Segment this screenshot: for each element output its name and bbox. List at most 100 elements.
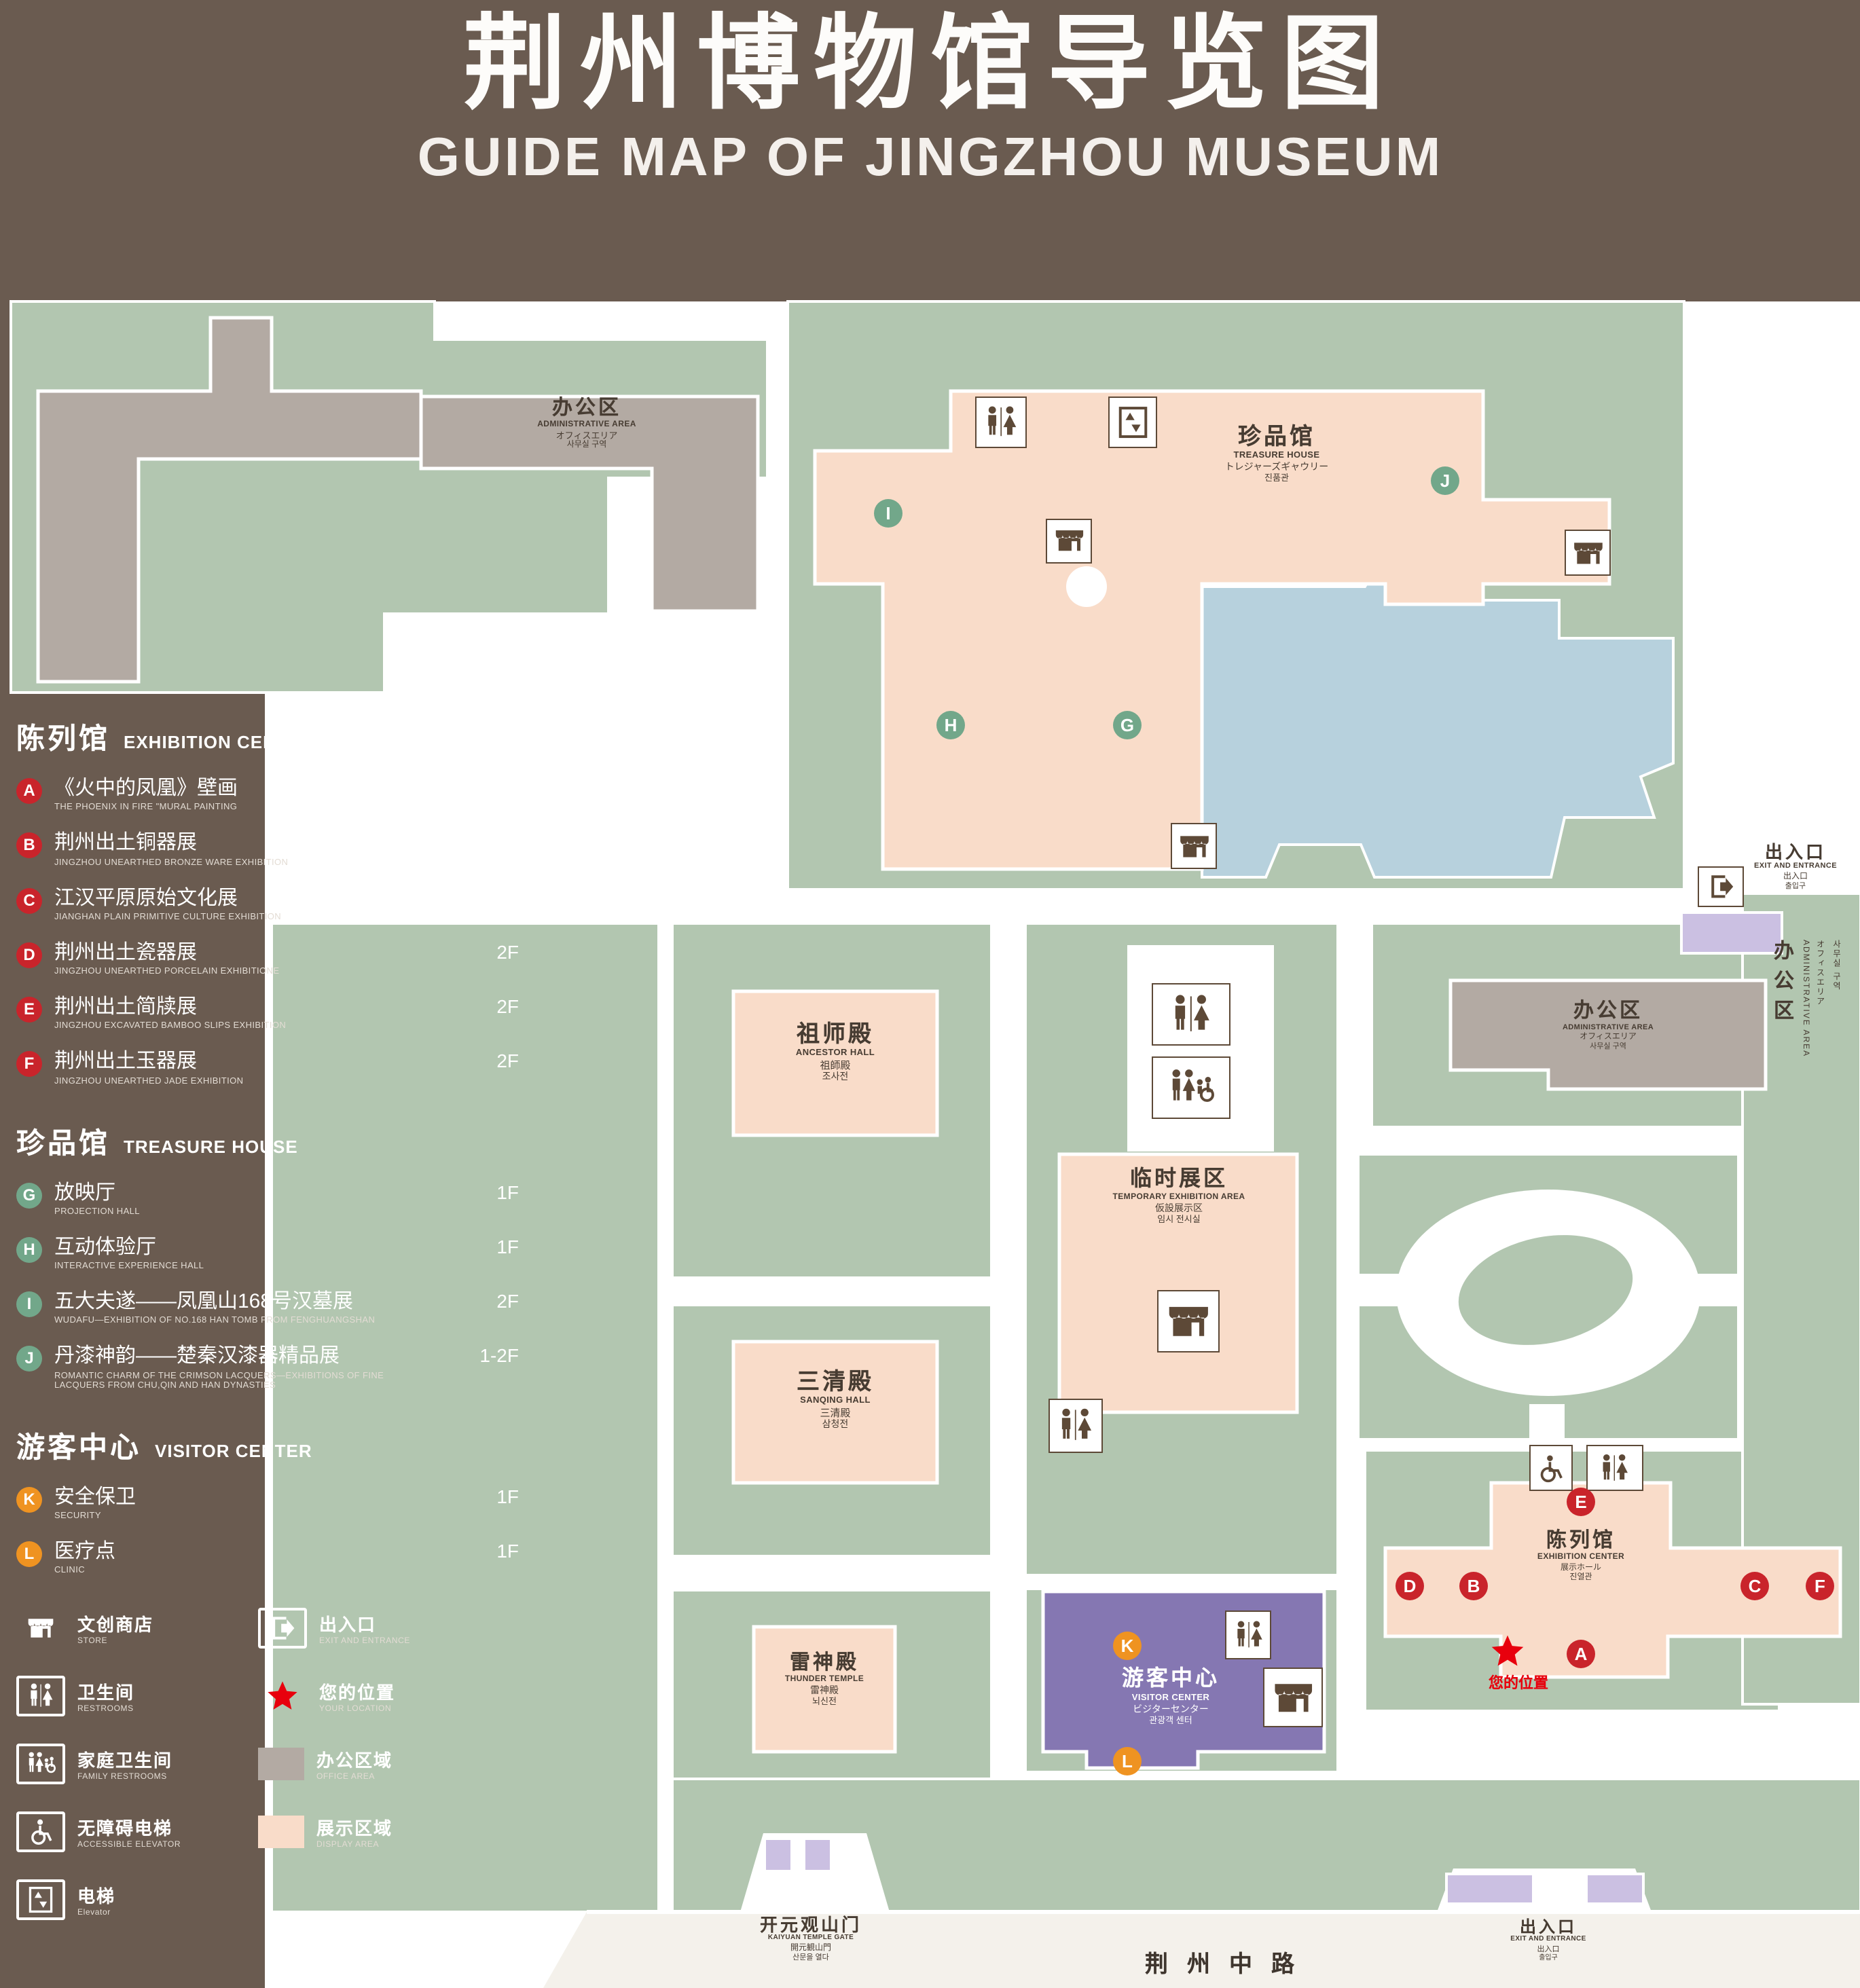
list-item-H: H 互动体验厅 INTERACTIVE EXPERIENCE HALL 1F: [16, 1236, 519, 1271]
legend-office-area: 办公区域 OFFICE AREA: [258, 1746, 519, 1782]
marker-C: C: [1740, 1572, 1769, 1600]
gate-pad-left: [763, 1837, 793, 1873]
label-sanqing-hall: 三清殿 SANQING HALL 三清殿 삼청전: [797, 1369, 874, 1430]
badge-C: C: [16, 887, 42, 913]
badge-J: J: [16, 1346, 42, 1372]
store-icon: [1157, 1290, 1220, 1352]
list-item-J: J 丹漆神韵——楚秦汉漆器精品展 ROMANTIC CHARM OF THE C…: [16, 1345, 519, 1390]
label-thunder-temple: 雷神殿 THUNDER TEMPLE 雷神殿 뇌신전: [784, 1651, 864, 1708]
family-restrooms-icon: [16, 1744, 65, 1784]
marker-E: E: [1567, 1488, 1595, 1516]
label-kaiyuan-gate: 开元观山门 KAIYUAN TEMPLE GATE 開元観山門 산문을 열다: [759, 1915, 862, 1963]
restrooms-icon: [1586, 1445, 1643, 1491]
restrooms-icon: [1152, 983, 1230, 1046]
admin-building-northwest-slab: [419, 394, 760, 613]
display-area-swatch: [258, 1816, 304, 1848]
list-item-D: D 荆州出土瓷器展 JINGZHOU UNEARTHED PORCELAIN E…: [16, 941, 519, 976]
lawn-west-field: [270, 922, 660, 1913]
legend-sidebar: 陈列馆 EXHIBITION CENTER A 《火中的凤凰》壁画 THE PH…: [16, 717, 519, 1920]
legend-your-location: 您的位置 YOUR LOCATION: [258, 1676, 519, 1716]
garden-path-west: [1358, 1274, 1399, 1306]
ancestor-hall-building: [731, 989, 939, 1137]
section-treasure-house: 珍品馆 TREASURE HOUSE: [16, 1128, 298, 1159]
path-temple-2: [665, 1555, 998, 1591]
marker-H: H: [936, 711, 965, 739]
label-treasure-house: 珍品馆 TREASURE HOUSE トレジャーズギャウリー 진품관: [1224, 424, 1329, 483]
temporary-exhibition-building: [1057, 1152, 1299, 1414]
restrooms-icon: [975, 397, 1027, 448]
sanqing-hall-building: [731, 1340, 939, 1485]
marker-B: B: [1459, 1572, 1488, 1600]
legend-exit-entrance: 出入口 EXIT AND ENTRANCE: [258, 1608, 519, 1649]
legend-store: 文创商店 STORE: [16, 1608, 250, 1649]
round-plaza: [1066, 566, 1107, 607]
restrooms-icon: [1225, 1610, 1271, 1659]
south-entrance-pad-right: [1585, 1873, 1645, 1905]
badge-I: I: [16, 1291, 42, 1317]
badge-B: B: [16, 832, 42, 859]
your-location: 您的位置: [1489, 1632, 1548, 1693]
marker-L: L: [1113, 1747, 1142, 1775]
entrance-pad-northeast: [1680, 911, 1783, 955]
legend-restrooms: 卫生间 RESTROOMS: [16, 1676, 250, 1716]
garden-path-south: [1529, 1404, 1565, 1439]
badge-H: H: [16, 1236, 42, 1263]
page-title: 荆州博物馆导览图: [463, 7, 1398, 122]
list-item-A: A 《火中的凤凰》壁画 THE PHOENIX IN FIRE "MURAL P…: [16, 777, 519, 813]
your-location-star-icon: [1489, 1632, 1527, 1670]
badge-E: E: [16, 997, 42, 1023]
label-admin-side-vertical: 办公区 ADMINISTRATIVE AREA オフィスエリア 사무실 구역: [1771, 940, 1839, 1058]
header: 荆州博物馆导览图 GUIDE MAP OF JINGZHOU MUSEUM: [0, 8, 1860, 188]
treasure-house-building: [813, 389, 1611, 871]
exit-entrance-icon: [1698, 866, 1744, 907]
marker-D: D: [1396, 1572, 1424, 1600]
legend-display-area: 展示区域 DISPLAY AREA: [258, 1814, 519, 1849]
your-location-star-icon: [258, 1676, 307, 1716]
store-icon: [1171, 823, 1217, 869]
store-icon: [1046, 519, 1092, 564]
label-temporary-exhibition: 临时展区 TEMPORARY EXHIBITION AREA 仮設展示区 임시 …: [1112, 1168, 1245, 1226]
store-icon: [1263, 1668, 1323, 1727]
legend-accessible-elevator: 无障碍电梯 ACCESSIBLE ELEVATOR: [16, 1811, 250, 1852]
legend-key: 文创商店 STORE 出入口 EXIT AND ENTRANCE 卫生间 RES…: [16, 1608, 519, 1920]
label-exhibition-center: 陈列馆 EXHIBITION CENTER 展示ホール 진열관: [1537, 1529, 1625, 1582]
accessible-elevator-icon: [1529, 1445, 1573, 1491]
badge-D: D: [16, 942, 42, 968]
exhibition-center-building: [1383, 1481, 1842, 1679]
marker-J: J: [1431, 466, 1459, 495]
list-item-C: C 江汉平原原始文化展 JIANGHAN PLAIN PRIMITIVE CUL…: [16, 886, 519, 922]
elevator-icon: [16, 1879, 65, 1920]
list-item-E: E 荆州出土简牍展 JINGZHOU EXCAVATED BAMBOO SLIP…: [16, 995, 519, 1031]
marker-A: A: [1567, 1640, 1595, 1668]
admin-building-northwest-wing: [36, 316, 423, 684]
path-temple-1: [665, 1276, 998, 1306]
garden-path-east: [1698, 1274, 1738, 1306]
marker-G: G: [1113, 711, 1142, 739]
marker-F: F: [1806, 1572, 1834, 1600]
restrooms-icon: [1048, 1399, 1103, 1453]
list-item-L: L 医疗点 CLINIC 1F: [16, 1540, 519, 1575]
badge-F: F: [16, 1051, 42, 1078]
label-exit-northeast: 出入口 EXIT AND ENTRANCE 出入口 출입구: [1754, 842, 1837, 891]
list-item-I: I 五大夫遂——凤凰山168号汉墓展 WUDAFU—EXHIBITION OF …: [16, 1290, 519, 1326]
marker-I: I: [874, 499, 902, 528]
elevator-icon: [1108, 397, 1157, 448]
badge-A: A: [16, 778, 42, 804]
label-ancestor-hall: 祖师殿 ANCESTOR HALL 祖師殿 조사전: [795, 1021, 875, 1082]
office-area-swatch: [258, 1748, 304, 1780]
section-visitor-center: 游客中心 VISITOR CENTER: [16, 1432, 312, 1463]
family-restrooms-icon: [1152, 1056, 1230, 1119]
restrooms-icon: [16, 1676, 65, 1716]
south-entrance-pad-left: [1445, 1873, 1535, 1905]
legend-family-restrooms: 家庭卫生间 FAMILY RESTROOMS: [16, 1744, 250, 1784]
legend-elevator: 电梯 Elevator: [16, 1879, 250, 1920]
label-exit-south: 出入口 EXIT AND ENTRANCE 出入口 출입구: [1510, 1917, 1586, 1962]
list-item-F: F 荆州出土玉器展 JINGZHOU UNEARTHED JADE EXHIBI…: [16, 1050, 519, 1086]
page-subtitle: GUIDE MAP OF JINGZHOU MUSEUM: [417, 127, 1444, 187]
list-item-B: B 荆州出土铜器展 JINGZHOU UNEARTHED BRONZE WARE…: [16, 832, 519, 867]
marker-K: K: [1113, 1632, 1142, 1660]
exit-entrance-icon: [258, 1608, 307, 1649]
thunder-temple-building: [752, 1625, 897, 1754]
